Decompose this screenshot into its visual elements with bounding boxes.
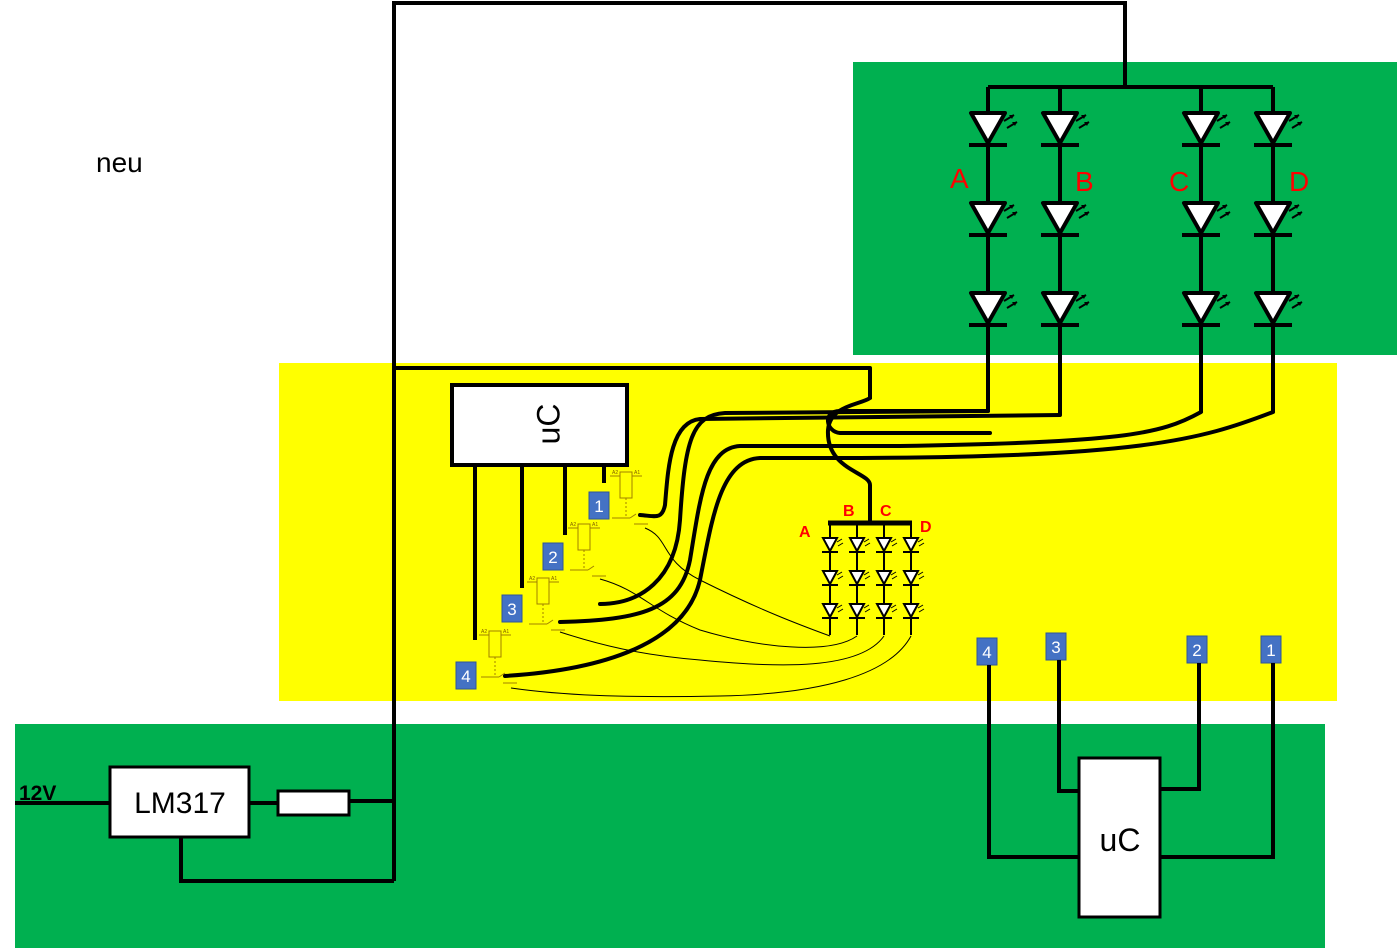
relay-badge-3: 3 [501,594,523,623]
svg-text:4: 4 [982,643,991,662]
output-badge-3: 3 [1045,632,1067,661]
relay-badge-4: 4 [455,661,477,690]
label-string-d: D [1289,166,1309,197]
small-label-a: A [799,524,811,541]
relay-badge-2: 2 [542,542,564,571]
uc-top-outputs [473,465,606,640]
uc-bottom [1077,756,1162,919]
uc-bottom-label: uC [1100,822,1141,858]
regulator-label: LM317 [134,787,226,820]
supply-wire [392,1,1127,881]
svg-text:3: 3 [507,600,516,619]
resistor [276,789,351,817]
svg-text:4: 4 [461,667,470,686]
uc-top-label: uC [530,404,566,445]
label-string-b: B [1075,166,1094,197]
caption: neu [96,147,143,178]
led-board [853,62,1397,355]
svg-text:1: 1 [594,497,603,516]
regulator [108,765,251,839]
svg-text:1: 1 [1266,641,1275,660]
small-led-matrix [821,520,925,635]
output-badge-2: 2 [1186,635,1208,664]
small-label-d: D [920,519,932,536]
svg-text:2: 2 [548,548,557,567]
regulator-wires [179,799,394,883]
string-return-wires [503,366,1275,678]
thin-relay-wires [510,527,912,698]
uc-top [450,383,629,467]
small-label-c: C [880,503,892,520]
relay-badge-1: 1 [588,491,610,520]
label-string-a: A [950,163,969,194]
svg-text:2: 2 [1192,641,1201,660]
output-badge-1: 1 [1260,635,1282,664]
uc-bottom-wires [987,660,1275,859]
output-badge-4: 4 [976,637,998,666]
voltage-label: 12V [19,782,56,805]
small-label-b: B [843,503,855,520]
label-string-c: C [1169,166,1189,197]
svg-text:3: 3 [1051,638,1060,657]
